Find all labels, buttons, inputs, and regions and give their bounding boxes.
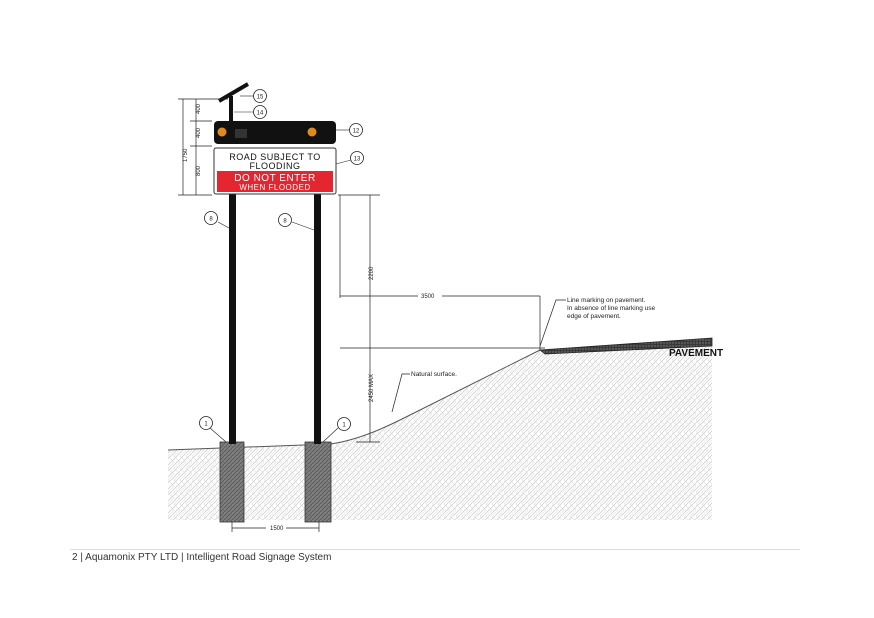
pavement-surface: [538, 337, 713, 355]
sign-line-4: WHEN FLOODED: [239, 183, 310, 192]
svg-text:12: 12: [353, 129, 360, 135]
beacon-housing: [214, 121, 336, 144]
sign-red-band: [217, 171, 333, 192]
page-footer: 2 | Aquamonix PTY LTD | Intelligent Road…: [72, 552, 332, 563]
svg-text:15: 15: [257, 95, 264, 101]
dim-800: 800: [196, 165, 202, 176]
callout-13: 13: [335, 151, 364, 165]
callout-8-left: 8: [204, 211, 230, 229]
dim-400-mid: 400: [196, 127, 202, 138]
callout-15: 15: [240, 89, 267, 103]
post-left: [229, 190, 236, 444]
note-natural-surface: Natural surface.: [411, 371, 457, 378]
callout-14: 14: [234, 105, 267, 119]
line-marking-leader: [539, 299, 566, 347]
dim-2200: 2200: [369, 266, 375, 280]
dim-400-top: 400: [196, 103, 202, 114]
natural-surface-leader: [391, 373, 410, 413]
svg-text:8: 8: [283, 219, 287, 225]
footing-spacing-dimension: [231, 522, 320, 532]
svg-text:8: 8: [209, 217, 213, 223]
svg-text:1: 1: [342, 423, 346, 429]
callout-1-left: 1: [199, 416, 227, 443]
dim-2450-max: 2450 MAX: [369, 374, 375, 402]
footer-divider: [70, 549, 800, 550]
clearance-dimension: [338, 194, 545, 349]
height-dimensions: [178, 98, 228, 196]
solar-mast: [229, 96, 233, 122]
svg-text:14: 14: [257, 111, 264, 117]
post-right: [314, 190, 321, 444]
sign-line-2: FLOODING: [249, 161, 300, 171]
svg-text:13: 13: [354, 157, 361, 163]
road-sign-installation-diagram: PAVEMENT ROAD SUBJECT TO FLOODING DO NOT…: [167, 82, 723, 532]
solar-panel: [217, 82, 250, 103]
dim-3500: 3500: [421, 294, 435, 300]
footing-right: [304, 441, 332, 523]
beacon-bracket: [235, 129, 247, 138]
footing-left: [219, 441, 245, 523]
ground-fill: [168, 338, 712, 520]
dim-1750: 1750: [183, 148, 189, 162]
pavement-label: PAVEMENT: [669, 348, 723, 359]
dim-1500: 1500: [270, 526, 284, 532]
embankment-dimension: [356, 348, 380, 443]
callout-8-right: 8: [278, 213, 315, 231]
callout-1-right: 1: [322, 417, 351, 443]
note-line-marking-2: In absence of line marking use: [567, 305, 656, 312]
beacon-light-left: [217, 127, 227, 137]
offset-dimension: [340, 295, 541, 350]
beacon-light-right: [307, 127, 317, 137]
svg-text:1: 1: [204, 422, 208, 428]
sign-line-1: ROAD SUBJECT TO: [229, 152, 321, 162]
note-line-marking-3: edge of pavement.: [567, 313, 621, 320]
sign-line-3: DO NOT ENTER: [234, 173, 315, 184]
note-line-marking-1: Line marking on pavement.: [567, 297, 646, 304]
callout-12: 12: [336, 123, 363, 137]
